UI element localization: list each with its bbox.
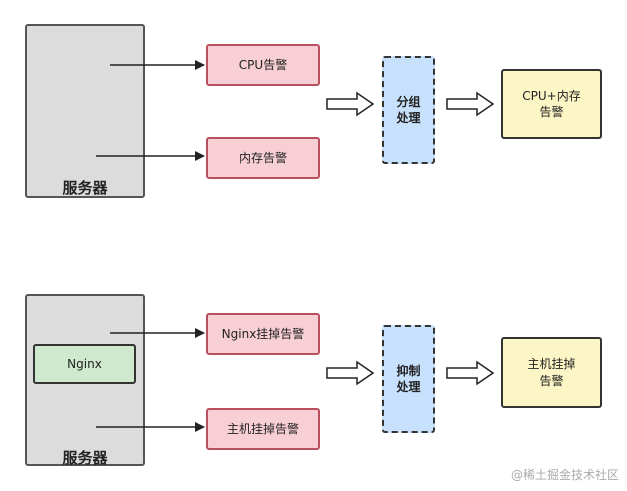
group-process-box: 分组 处理 xyxy=(382,56,435,164)
memory-alert-label: 内存告警 xyxy=(238,150,287,165)
nginx-label: Nginx xyxy=(67,356,102,371)
cpu-alert-label: CPU告警 xyxy=(238,57,288,72)
group-process-line2: 处理 xyxy=(396,111,421,125)
server-label-top: 服务器 xyxy=(62,179,108,197)
nginx-alert-box: Nginx挂掉告警 xyxy=(206,313,320,355)
inhibit-process-box: 抑制 处理 xyxy=(382,325,435,433)
nginx-box: Nginx xyxy=(33,344,136,384)
inhibit-process-line1: 抑制 xyxy=(396,363,421,378)
host-alert-label: 主机挂掉告警 xyxy=(226,421,299,436)
combined-alert-line2: 告警 xyxy=(539,105,564,119)
server-label-bottom: 服务器 xyxy=(62,449,108,467)
cpu-alert-box: CPU告警 xyxy=(206,44,320,86)
inhibit-process-line2: 处理 xyxy=(396,380,421,394)
block-arrow-to-combined-alert xyxy=(446,91,495,117)
combined-alert-line1: CPU+内存 xyxy=(522,88,581,103)
host-down-result-box: 主机挂掉 告警 xyxy=(501,337,602,408)
host-down-result-line1: 主机挂掉 xyxy=(527,357,576,372)
nginx-alert-label: Nginx挂掉告警 xyxy=(221,326,305,341)
host-alert-box: 主机挂掉告警 xyxy=(206,408,320,450)
watermark: @稀土掘金技术社区 xyxy=(510,468,619,482)
block-arrow-to-host-down-result xyxy=(446,360,495,386)
combined-alert-box: CPU+内存 告警 xyxy=(501,69,602,139)
host-down-result-line2: 告警 xyxy=(539,373,564,388)
server-box-top xyxy=(25,24,145,198)
block-arrow-to-group-process xyxy=(326,91,375,117)
group-process-line1: 分组 xyxy=(396,94,421,109)
block-arrow-to-inhibit-process xyxy=(326,360,375,386)
memory-alert-box: 内存告警 xyxy=(206,137,320,179)
